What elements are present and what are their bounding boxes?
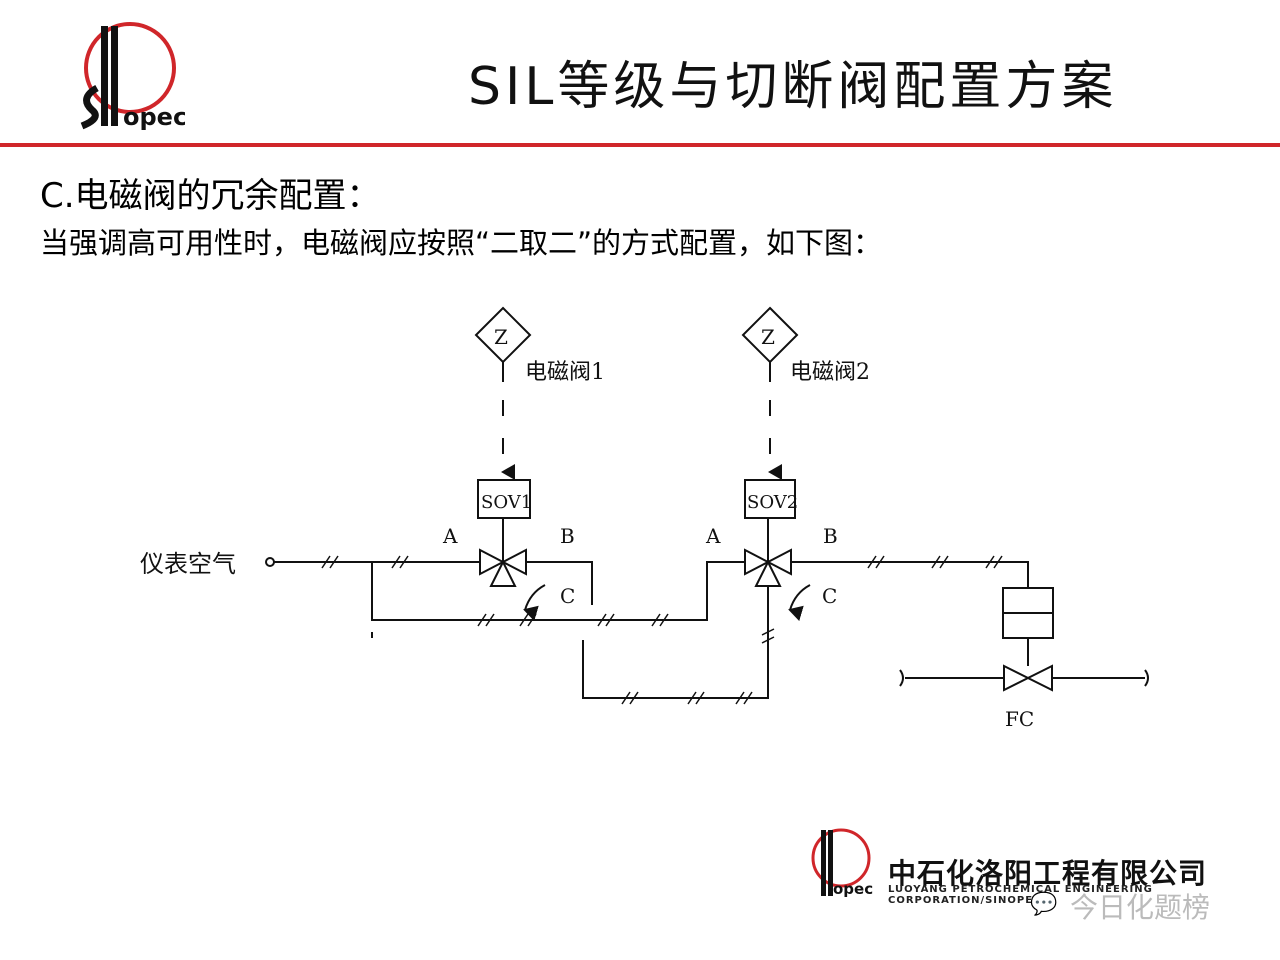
sinopec-logo: opec bbox=[80, 22, 185, 131]
svg-text:A: A bbox=[442, 524, 458, 548]
page-title: SIL等级与切断阀配置方案 bbox=[468, 57, 1118, 117]
air-label: 仪表空气 bbox=[140, 550, 236, 578]
fc-label: FC bbox=[1005, 707, 1034, 731]
svg-text:C: C bbox=[560, 584, 575, 608]
shutoff-valve bbox=[1003, 664, 1053, 692]
svg-text:C: C bbox=[822, 584, 837, 608]
svg-text:opec: opec bbox=[123, 103, 185, 131]
svg-text:opec: opec bbox=[833, 880, 873, 898]
sov2-label: SOV2 bbox=[747, 492, 798, 513]
header-divider bbox=[0, 143, 1280, 147]
footer-sinopec-logo: opec bbox=[811, 828, 873, 898]
svg-text:B: B bbox=[560, 524, 575, 548]
svg-text:B: B bbox=[823, 524, 838, 548]
svg-text:A: A bbox=[705, 524, 721, 548]
section-heading: C.电磁阀的冗余配置： bbox=[40, 176, 381, 216]
svg-text:Z: Z bbox=[494, 325, 508, 349]
watermark: 今日化题榜 bbox=[1070, 891, 1211, 924]
section-description: 当强调高可用性时，电磁阀应按照“二取二”的方式配置，如下图： bbox=[40, 226, 883, 260]
company-name-en: LUOYANG PETROCHEMICAL ENGINEERING CORPOR… bbox=[888, 884, 1153, 906]
solenoid-1-label: 电磁阀1 bbox=[525, 360, 605, 385]
solenoid-2-label: 电磁阀2 bbox=[790, 360, 870, 385]
sov1-label: SOV1 bbox=[481, 492, 532, 513]
company-name-cn: 中石化洛阳工程有限公司 bbox=[888, 857, 1208, 890]
wechat-icon: 💬 bbox=[1030, 892, 1058, 917]
svg-text:Z: Z bbox=[761, 325, 775, 349]
